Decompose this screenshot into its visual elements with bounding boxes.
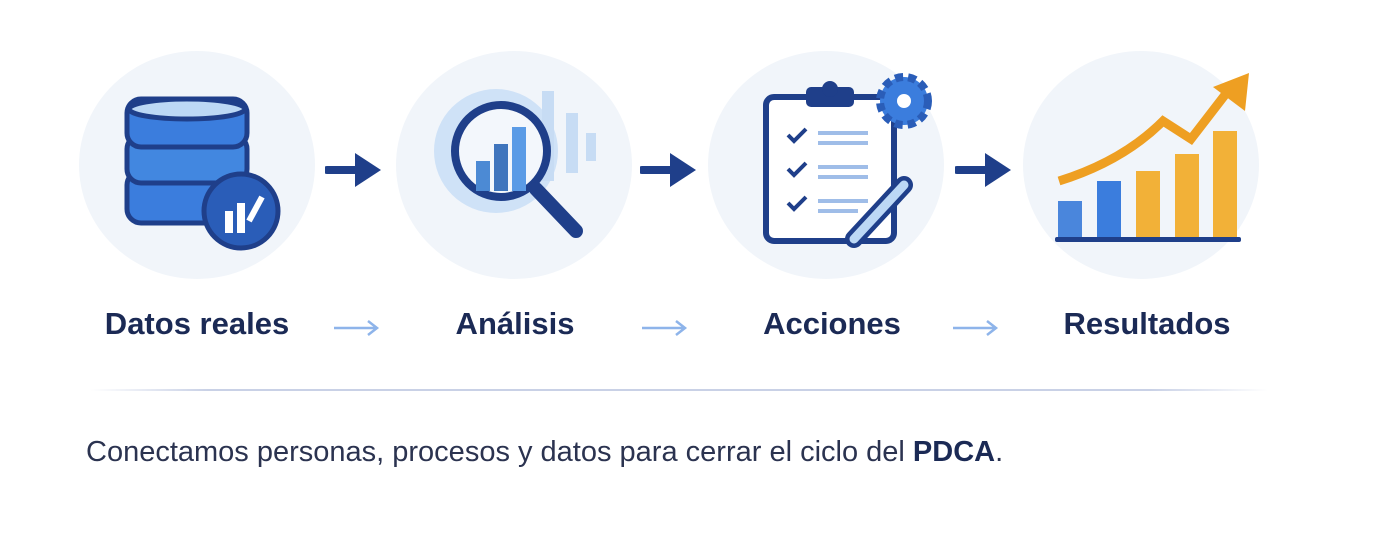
caption: Conectamos personas, procesos y datos pa… (86, 436, 1003, 469)
divider (90, 389, 1268, 391)
step-label-datos: Datos reales (104, 306, 290, 341)
step-arrow-1 (325, 153, 381, 187)
caption-emphasis: PDCA (912, 436, 996, 468)
label-arrow-3 (953, 320, 999, 336)
database-icon (124, 96, 281, 251)
step-label-analisis: Análisis (455, 306, 575, 341)
label-arrow-1 (334, 320, 380, 336)
caption-text: Conectamos personas, procesos y datos pa… (86, 436, 913, 468)
magnifier-chart-icon (434, 89, 596, 238)
step-label-acciones: Acciones (763, 306, 901, 341)
clipboard-wrench-icon (763, 73, 932, 248)
growth-chart-icon (1055, 73, 1249, 242)
step-arrow-3 (955, 153, 1011, 187)
caption-end: . (995, 436, 1004, 468)
step-arrow-2 (640, 153, 696, 187)
step-circle-datos (79, 51, 315, 279)
label-arrow-2 (642, 320, 688, 336)
step-circle-analisis (396, 51, 632, 279)
step-label-resultados: Resultados (1063, 306, 1231, 341)
step-circle-resultados (1023, 51, 1259, 279)
step-circle-acciones (708, 51, 944, 279)
